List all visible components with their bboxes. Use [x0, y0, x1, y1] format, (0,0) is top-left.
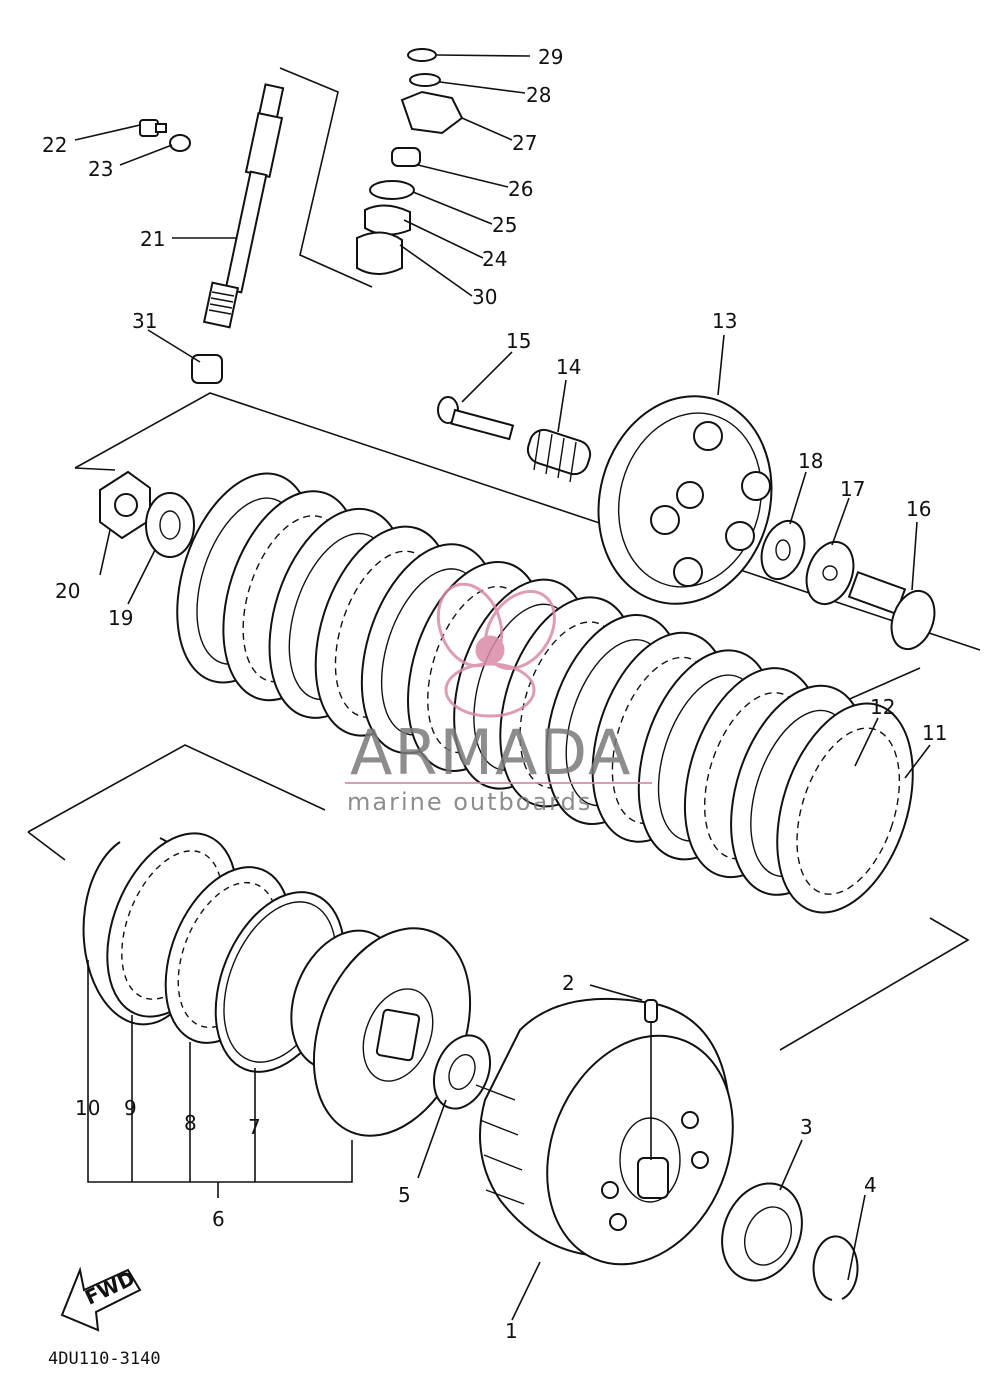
- callout-20: 20: [55, 579, 80, 603]
- push-rod: [202, 83, 285, 329]
- callout-22: 22: [42, 133, 67, 157]
- callout-2: 2: [562, 971, 575, 995]
- callout-14: 14: [556, 355, 581, 379]
- callout-3: 3: [800, 1115, 813, 1139]
- callout-19: 19: [108, 606, 133, 630]
- clutch-plate: [776, 702, 914, 914]
- callout-6: 6: [212, 1207, 225, 1231]
- bearing-17: [805, 541, 855, 605]
- callout-labels: 1 2 3 4 5 6 7 8 9 10 11 12 13 14 15 16 1…: [42, 45, 947, 1343]
- push-rod-16: [847, 570, 936, 651]
- callout-31: 31: [132, 309, 157, 333]
- pressure-plate-13: [597, 395, 773, 605]
- callout-29: 29: [538, 45, 563, 69]
- bolt-15: [437, 396, 515, 441]
- callout-24: 24: [482, 247, 507, 271]
- lock-washer-19: [145, 492, 195, 558]
- callout-26: 26: [508, 177, 533, 201]
- callout-23: 23: [88, 157, 113, 181]
- callout-4: 4: [864, 1173, 877, 1197]
- callout-15: 15: [506, 329, 531, 353]
- callout-12: 12: [870, 695, 895, 719]
- callout-27: 27: [512, 131, 537, 155]
- spring-14: [526, 428, 592, 483]
- plate-stack: [176, 472, 914, 914]
- leader-lines: [74, 54, 931, 1321]
- callout-1: 1: [505, 1319, 518, 1343]
- group-outline-shaft: [279, 67, 373, 288]
- bolt-22: [139, 119, 167, 137]
- nut-20: [99, 470, 151, 540]
- callout-28: 28: [526, 83, 551, 107]
- callout-5: 5: [398, 1183, 411, 1207]
- callout-16: 16: [906, 497, 931, 521]
- watermark: ARMADA marine outboards: [345, 582, 652, 816]
- callout-7: 7: [248, 1115, 261, 1139]
- circlip-4: [812, 1235, 859, 1301]
- bearing-3: [721, 1182, 803, 1282]
- callout-21: 21: [140, 227, 165, 251]
- callout-9: 9: [124, 1096, 137, 1120]
- callout-13: 13: [712, 309, 737, 333]
- fwd-arrow-icon: FWD: [60, 1266, 142, 1332]
- part-code: 4DU110-3140: [48, 1349, 161, 1369]
- washer-18: [760, 519, 806, 581]
- washer-23: [169, 134, 191, 152]
- watermark-tagline: marine outboards: [347, 788, 592, 816]
- watermark-logo-icon: [436, 582, 556, 718]
- clutch-housing-1: [475, 997, 734, 1266]
- callout-8: 8: [184, 1111, 197, 1135]
- release-stack: [356, 48, 464, 275]
- callout-11: 11: [922, 721, 947, 745]
- primary-driven-gear: [290, 927, 472, 1137]
- callout-10: 10: [75, 1096, 100, 1120]
- callout-17: 17: [840, 477, 865, 501]
- pin-2: [644, 999, 658, 1023]
- watermark-brand: ARMADA: [350, 716, 632, 789]
- thrust-washer-5: [433, 1034, 491, 1110]
- callout-18: 18: [798, 449, 823, 473]
- callout-30: 30: [472, 285, 497, 309]
- group-outline-clutch: [27, 744, 970, 1051]
- callout-25: 25: [492, 213, 517, 237]
